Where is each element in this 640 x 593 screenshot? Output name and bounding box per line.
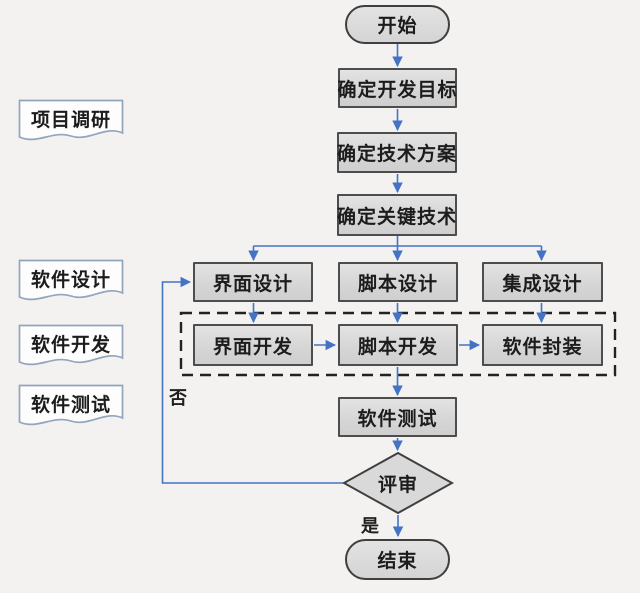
phase-doc-software-test-label: 软件测试 [30,395,111,416]
flow-node-testing-label: 软件测试 [357,408,438,430]
flow-node-ui-design: 界面设计 [193,262,313,302]
flow-node-review: 评审 [342,452,454,514]
document-shape [18,384,124,426]
flow-node-ui-dev: 界面开发 [193,324,313,366]
flow-node-start: 开始 [345,5,450,44]
flow-node-script-dev: 脚本开发 [338,324,458,366]
flow-node-script-design-label: 脚本设计 [357,273,438,295]
flow-node-packaging: 软件封装 [482,324,603,366]
edge-label-no: 否 [169,388,187,408]
phase-doc-software-design-label: 软件设计 [30,270,111,291]
flow-node-integration-design-label: 集成设计 [502,273,583,295]
flow-node-review-label: 评审 [377,474,418,496]
flow-node-key-tech: 确定关键技术 [337,194,457,236]
flow-node-start-label: 开始 [377,16,418,37]
document-shape [18,324,124,366]
flow-node-packaging-label: 软件封装 [502,336,583,358]
phase-doc-software-design: 软件设计 [18,259,124,305]
review-diamond-shape [342,452,454,514]
flow-node-script-dev-label: 脚本开发 [357,336,438,358]
document-shape [18,259,124,301]
flow-node-key-tech-label: 确定关键技术 [337,206,458,228]
flow-node-script-design: 脚本设计 [338,262,458,302]
phase-doc-software-test: 软件测试 [18,384,124,430]
flow-node-ui-dev-label: 界面开发 [212,336,293,358]
document-shape [18,99,124,141]
phase-doc-project-research: 项目调研 [18,99,124,145]
flow-node-end-label: 结束 [377,551,418,572]
flow-node-define-plan-label: 确定技术方案 [337,144,458,165]
flow-node-ui-design-label: 界面设计 [212,273,293,295]
flow-node-define-goal-label: 确定开发目标 [337,79,458,101]
phase-doc-project-research-label: 项目调研 [30,110,111,131]
flow-node-testing: 软件测试 [338,397,457,437]
phase-doc-software-dev-label: 软件开发 [30,335,111,356]
flow-node-define-goal: 确定开发目标 [338,68,457,108]
edge-label-yes: 是 [361,516,379,536]
flow-node-end: 结束 [345,539,450,580]
flow-node-integration-design: 集成设计 [482,262,603,302]
phase-doc-software-dev: 软件开发 [18,324,124,370]
flow-node-define-plan: 确定技术方案 [337,132,457,173]
